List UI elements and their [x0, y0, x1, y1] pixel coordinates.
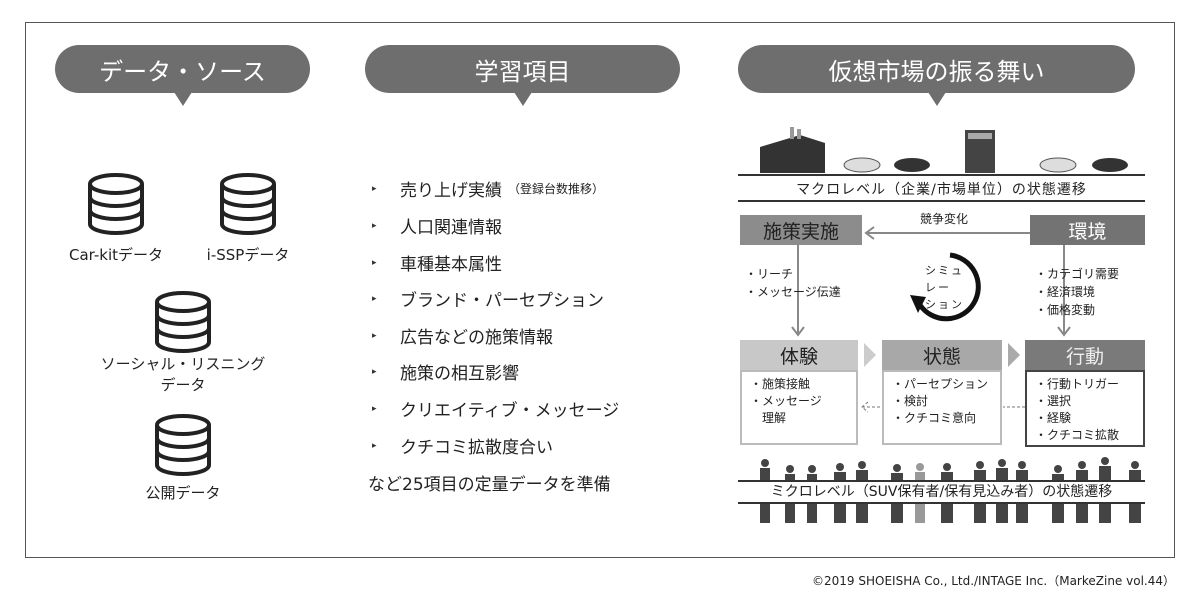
learning-item: ▸車種基本属性: [372, 255, 502, 275]
learning-summary: など25項目の定量データを準備: [368, 475, 611, 495]
learning-item: ▸ブランド・パーセプション: [372, 291, 604, 311]
policy-items: ・リーチ・メッセージ伝達: [745, 267, 841, 299]
simulation-label: シミュレーション: [925, 264, 964, 311]
chevron-right-icon: [864, 343, 876, 367]
stage-action-header: 行動: [1025, 340, 1145, 370]
feedback-arrow: [861, 401, 1025, 413]
source-car-kit: Car-kitデータ: [68, 246, 164, 264]
macro-label: マクロレベル（企業/市場単位）の状態遷移: [796, 182, 1087, 198]
divider: [738, 174, 1145, 176]
header-learning-items: 学習項目: [365, 45, 680, 106]
header-virtual-market: 仮想市場の振る舞い: [738, 45, 1135, 106]
stage-state-card: ・パーセプション・検討・クチコミ意向: [882, 370, 1002, 445]
copyright: ©2019 SHOEISHA Co., Ltd./INTAGE Inc.（Mar…: [812, 574, 1175, 588]
diagram-frame: [25, 22, 1175, 558]
environment-items: ・カテゴリ需要・経済環境・価格変動: [1035, 267, 1120, 317]
macro-illustration: [760, 127, 1128, 173]
learning-item: ▸売り上げ実績（登録台数推移）: [372, 181, 605, 201]
divider: [738, 200, 1145, 202]
stage-experience-header: 体験: [740, 340, 858, 370]
competition-label: 競争変化: [920, 212, 969, 226]
learning-item: ▸広告などの施策情報: [372, 328, 553, 348]
micro-label: ミクロレベル（SUV保有者/保有見込み者）の状態遷移: [738, 480, 1145, 504]
flow-arrows: [791, 226, 1071, 337]
source-i-ssp: i-SSPデータ: [206, 246, 290, 264]
policy-box: 施策実施: [740, 215, 862, 245]
stage-action-card: ・行動トリガー・選択・経験・クチコミ拡散: [1025, 370, 1145, 447]
learning-item: ▸クリエイティブ・メッセージ: [372, 401, 620, 421]
database-icon: [220, 173, 276, 235]
environment-box: 環境: [1030, 215, 1145, 245]
source-public: 公開データ: [145, 484, 221, 502]
database-icon: [155, 414, 211, 476]
stage-experience-card: ・施策接触・メッセージ 理解: [740, 370, 858, 445]
database-icon: [155, 291, 211, 353]
stage-state-header: 状態: [882, 340, 1002, 370]
header-data-source: データ・ソース: [55, 45, 310, 106]
learning-item: ▸クチコミ拡散度合い: [372, 438, 553, 458]
learning-item: ▸施策の相互影響: [372, 364, 519, 384]
database-icon: [88, 173, 144, 235]
chevron-right-icon: [1008, 343, 1020, 367]
learning-item: ▸人口関連情報: [372, 218, 502, 238]
source-social-listening: ソーシャル・リスニング データ: [100, 355, 266, 394]
